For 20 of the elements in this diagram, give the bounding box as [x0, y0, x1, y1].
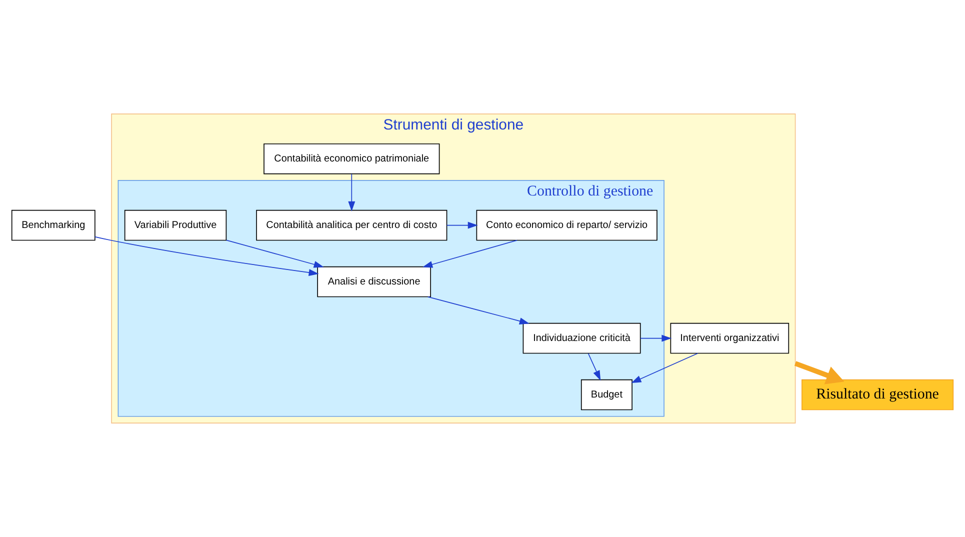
- node-box: Risultato di gestione: [802, 379, 954, 410]
- arrow: [94, 236, 319, 276]
- node-box: Contabilità analitica per centro di costo: [256, 210, 448, 241]
- node-box: Individuazione criticità: [522, 322, 641, 354]
- arrow: [422, 240, 518, 268]
- node-box: Benchmarking: [11, 210, 96, 241]
- arrow: [446, 222, 478, 229]
- arrow: [794, 361, 844, 384]
- node-box: Variabili Produttive: [124, 210, 227, 241]
- arrow: [348, 174, 356, 212]
- arrow: [588, 353, 601, 381]
- arrow: [640, 334, 672, 342]
- arrow: [226, 240, 324, 268]
- arrow: [631, 352, 698, 384]
- node-box: Contabilità economico patrimoniale: [264, 143, 440, 174]
- arrow: [427, 296, 530, 324]
- node-box: Analisi e discussione: [317, 266, 431, 298]
- node-box: Budget: [580, 379, 632, 410]
- node-box: Conto economico di reparto/ servizio: [476, 210, 658, 241]
- node-box: Interventi organizzativi: [670, 322, 790, 354]
